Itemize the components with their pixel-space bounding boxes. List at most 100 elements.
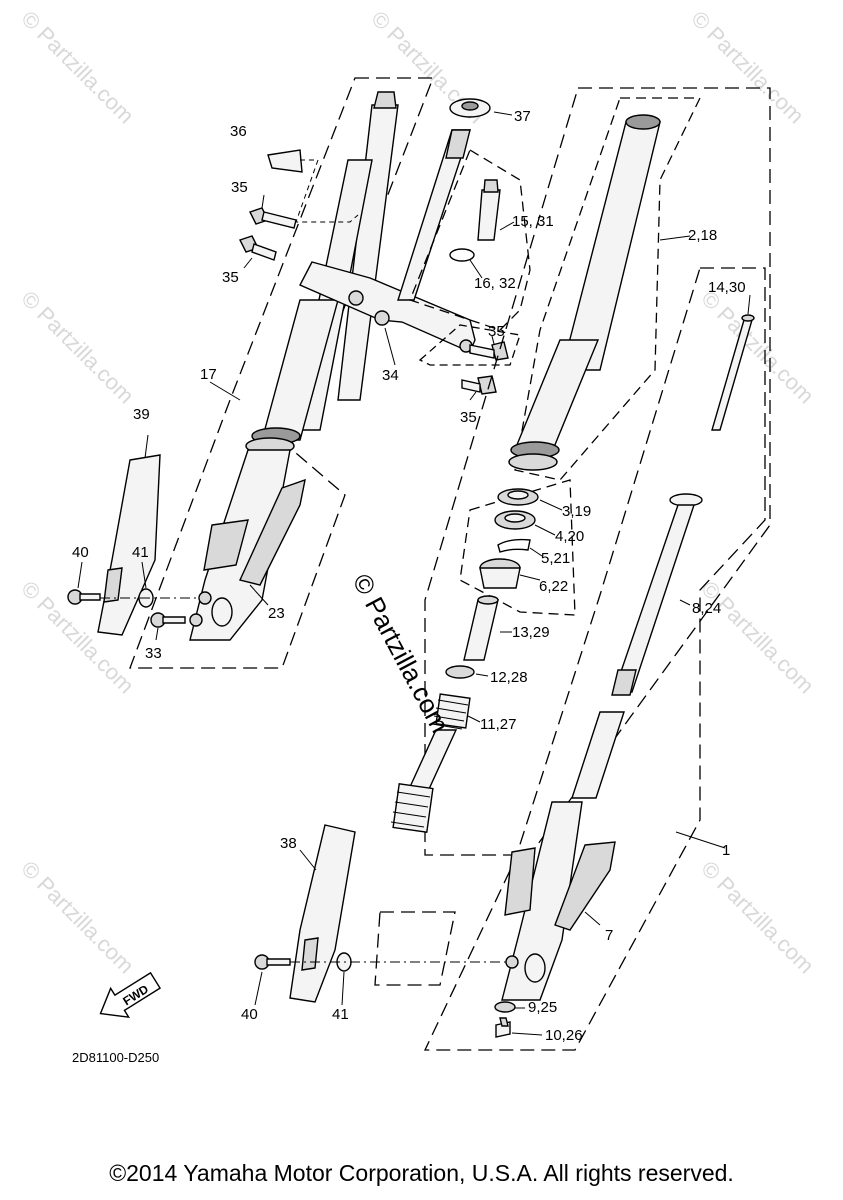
- collar: [571, 711, 625, 799]
- axle-boss-left: [203, 519, 249, 571]
- bolt-hole-left: [198, 591, 212, 605]
- bolt-35-a: [249, 207, 297, 229]
- callout-41: 41: [132, 544, 149, 561]
- watermark: © Partzilla.com: [16, 286, 139, 409]
- group-outline-lower: [374, 911, 456, 986]
- callout-40: 40: [72, 544, 89, 561]
- callout-3-19: 3,19: [562, 503, 591, 520]
- washer-9: [494, 1001, 516, 1013]
- axle-boss-7: [504, 847, 536, 916]
- left-fork-assembly: [67, 77, 531, 669]
- center-watermark: © Partzilla.com: [347, 569, 456, 738]
- watermark: © Partzilla.com: [16, 856, 139, 979]
- callout-39: 39: [133, 406, 150, 423]
- callout-37: 37: [514, 108, 531, 125]
- clip-5: [497, 538, 531, 553]
- group-outline-2-18: [514, 97, 702, 481]
- callout-36: 36: [230, 123, 247, 140]
- callout-10-26: 10,26: [545, 1027, 583, 1044]
- callout-13-29: 13,29: [512, 624, 550, 641]
- stem-thread: [445, 129, 471, 159]
- seal-band-right: [508, 453, 558, 471]
- callout-1: 1: [722, 842, 730, 859]
- piston-8-top: [669, 493, 703, 507]
- leader-lines: [77, 111, 751, 1036]
- watermark: © Partzilla.com: [696, 286, 819, 409]
- locknut-14: [741, 314, 755, 322]
- callout-7: 7: [605, 927, 613, 944]
- watermark: © Partzilla.com: [696, 856, 819, 979]
- spring-11: [431, 693, 471, 730]
- group-outline-seals: [459, 479, 576, 616]
- spacer-13-top: [477, 595, 499, 605]
- fwd-arrow: FWD: [99, 971, 162, 1019]
- bolt-10: [495, 1017, 511, 1038]
- callout-35: 35: [222, 269, 239, 286]
- bolt-hole-left: [189, 613, 203, 627]
- washer-12: [445, 665, 475, 679]
- callout-34: 34: [382, 367, 399, 384]
- outer-leg-7: [501, 801, 583, 1001]
- callout-6-22: 6,22: [539, 578, 568, 595]
- callout-35: 35: [488, 323, 505, 340]
- adjuster-15: [477, 189, 501, 241]
- callout-9-25: 9,25: [528, 999, 557, 1016]
- stem-washer-37-hole: [461, 101, 479, 111]
- caliper-mount-7: [554, 841, 616, 931]
- callout-40: 40: [241, 1006, 258, 1023]
- bolt-35-d: [461, 375, 497, 395]
- callout-35: 35: [231, 179, 248, 196]
- callout-5-21: 5,21: [541, 550, 570, 567]
- bracket-bolt-hole: [374, 310, 390, 326]
- guard-38: [289, 824, 356, 1003]
- watermark: © Partzilla.com: [16, 6, 139, 129]
- callout-16-32: 16, 32: [474, 275, 516, 292]
- fwd-arrow-icon: [99, 971, 162, 1019]
- dust-seal-6-body: [479, 567, 521, 589]
- bolt-40-right: [254, 954, 291, 970]
- callout-23: 23: [268, 605, 285, 622]
- bolt-hole-7: [505, 955, 519, 969]
- group-outline-1: [423, 267, 766, 1051]
- callout-2-18: 2,18: [688, 227, 717, 244]
- callout-15-31: 15, 31: [512, 213, 554, 230]
- adjuster-15-top: [483, 179, 499, 193]
- callout-35: 35: [460, 409, 477, 426]
- bolt-33: [150, 612, 186, 628]
- diagram-code: 2D81100-D250: [72, 1050, 159, 1065]
- inner-tube-right-top: [625, 114, 661, 130]
- callout-labels: 37 36 35 15, 31 2,18 35 16, 32 14,30 35 …: [72, 108, 746, 1044]
- caliper-mount-left: [239, 478, 306, 586]
- callout-41: 41: [332, 1006, 349, 1023]
- bolt-35-b: [239, 235, 277, 261]
- right-fork-assembly: [254, 87, 771, 1051]
- watermark: © Partzilla.com: [696, 576, 819, 699]
- bolt-35-c: [469, 341, 509, 361]
- guard-39-slot: [103, 567, 123, 603]
- axle-hole-7: [524, 953, 546, 983]
- callout-38: 38: [280, 835, 297, 852]
- o-ring-16: [449, 248, 475, 262]
- damper-cylinder-8: [613, 504, 695, 693]
- bracket-bolt-hole: [348, 290, 364, 306]
- cap-36: [267, 149, 303, 173]
- washer-4-hole: [504, 513, 526, 523]
- oil-seal-3-hole: [507, 490, 529, 500]
- damper-cylinder-8-end: [611, 669, 637, 696]
- callout-14-30: 14,30: [708, 279, 746, 296]
- outer-tube-left: [261, 299, 339, 441]
- copyright-text: ©2014 Yamaha Motor Corporation, U.S.A. A…: [109, 1160, 734, 1186]
- spacer-13: [463, 599, 499, 661]
- bolt-40-left: [67, 589, 101, 605]
- callout-4-20: 4,20: [555, 528, 584, 545]
- group-outline-15: [409, 149, 531, 331]
- callout-17: 17: [200, 366, 217, 383]
- callout-12-28: 12,28: [490, 669, 528, 686]
- guard-38-slot: [301, 937, 319, 971]
- axle-hole-left: [211, 597, 233, 627]
- group-outline-17: [129, 77, 434, 669]
- guard-39: [97, 454, 161, 636]
- spring-lower: [390, 783, 434, 833]
- callout-11-27: 11,27: [480, 716, 516, 733]
